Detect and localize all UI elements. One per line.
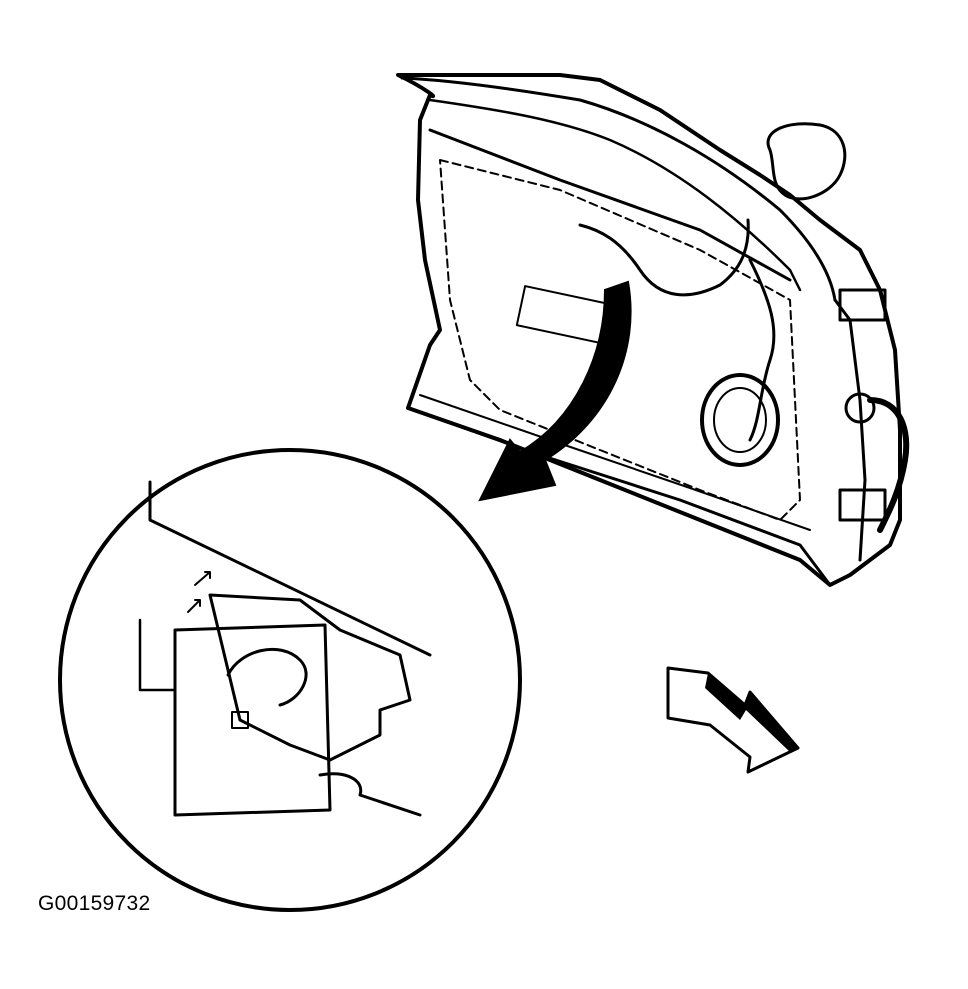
speaker-opening-inner: [713, 387, 767, 453]
up-arrow-mark-1: [194, 571, 211, 586]
door-label-sticker: [515, 285, 615, 345]
figure-id-label: G00159732: [38, 892, 151, 915]
window-frame: [400, 76, 837, 302]
door-assembly: [396, 73, 910, 587]
latch-bracket: [208, 593, 412, 762]
side-mirror: [766, 122, 847, 201]
door-grommet: [867, 397, 910, 533]
detail-panel-edge: [148, 480, 432, 657]
speaker-opening: [700, 373, 780, 467]
rod-clip: [226, 647, 308, 707]
latch-fastener: [231, 711, 249, 729]
front-direction-arrow-icon: [666, 666, 800, 774]
detail-callout: [58, 448, 522, 912]
latch-cover-plate: [173, 623, 332, 817]
curved-callout-arrow-icon: [478, 280, 632, 502]
detail-circle: [58, 448, 522, 912]
wiring-harness-lower: [748, 258, 776, 442]
wiring-harness: [578, 218, 750, 297]
release-tool: [318, 772, 422, 817]
belt-line: [428, 128, 792, 282]
door-outer-outline: [396, 73, 902, 587]
up-arrow-mark-2: [187, 599, 201, 613]
lower-hinge: [838, 488, 887, 522]
upper-hinge: [838, 288, 887, 322]
window-frame-inner: [428, 98, 802, 292]
door-bottom-inner: [419, 394, 811, 531]
check-link-bolt: [844, 392, 876, 424]
door-bottom-edge: [406, 406, 832, 587]
hinge-pillar: [833, 298, 867, 562]
detail-rod: [138, 618, 177, 692]
